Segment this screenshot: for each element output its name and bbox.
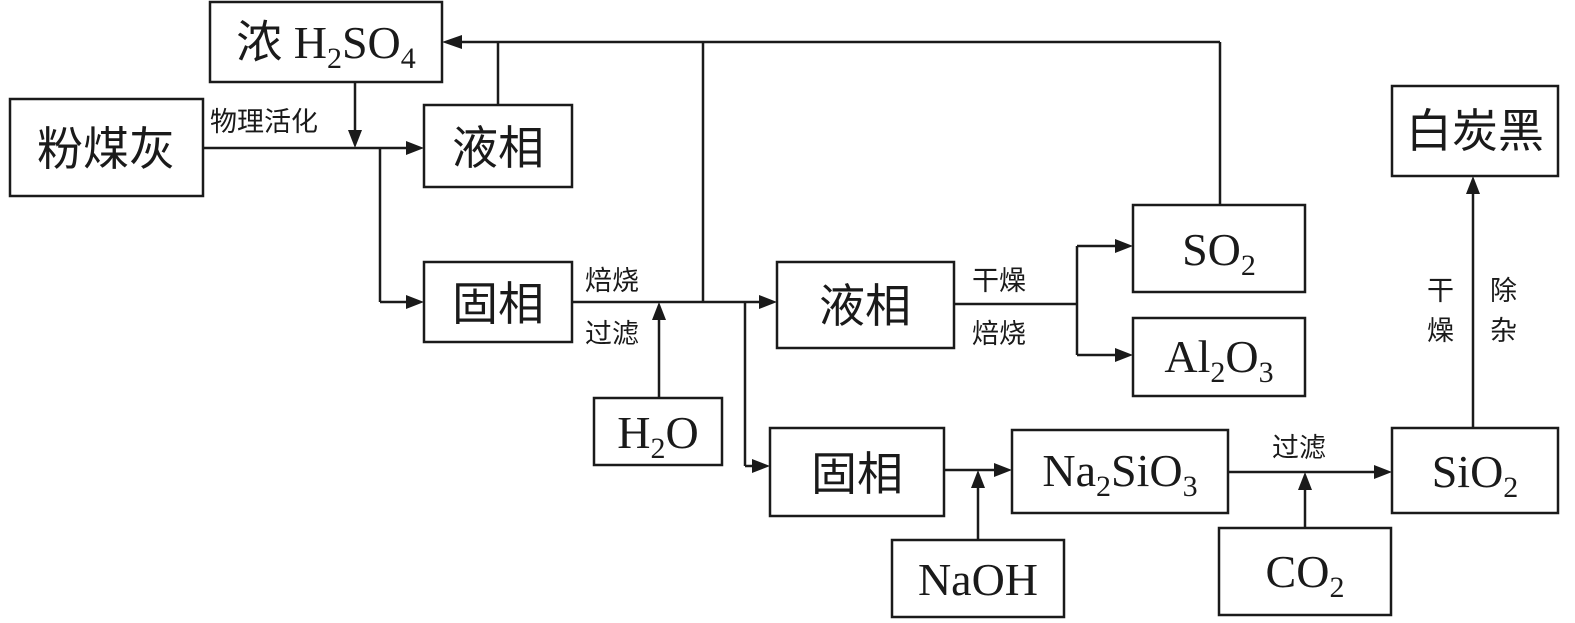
arrow-to-liquid2 xyxy=(759,295,777,309)
label-purify-vertical-1: 除 xyxy=(1490,276,1517,307)
node-liquid-2: 液相 xyxy=(775,260,956,350)
node-al2o3-label: Al2​O3​ xyxy=(1164,331,1273,389)
arrow-naoh-up xyxy=(971,470,985,488)
node-fly-ash-label: 粉煤灰 xyxy=(37,122,175,176)
arrow-to-so2 xyxy=(1115,239,1133,253)
label-filter-2: 过滤 xyxy=(1272,433,1326,464)
node-liquid-1-label: 液相 xyxy=(452,121,544,175)
node-so2: SO2​ xyxy=(1131,203,1307,294)
node-h2so4: 浓 H2​SO4​ xyxy=(208,0,444,84)
arrow-water-up xyxy=(652,302,666,320)
node-solid-2: 固相 xyxy=(768,426,946,518)
arrow-to-h2so4 xyxy=(442,35,462,49)
edge-labels: 物理活化 焙烧 过滤 干燥 焙烧 过滤 干 燥 除 杂 xyxy=(210,107,1517,464)
connectors xyxy=(203,40,1475,540)
label-dry-vertical-1: 干 xyxy=(1427,276,1454,307)
node-na2sio3: Na2​SiO3​ xyxy=(1010,428,1230,515)
arrow-to-na2sio3 xyxy=(994,463,1012,477)
label-purify-vertical-2: 杂 xyxy=(1490,316,1517,347)
node-naoh: NaOH xyxy=(890,538,1066,619)
node-sio2: SiO2​ xyxy=(1390,426,1560,515)
node-liquid-2-label: 液相 xyxy=(819,279,911,333)
node-naoh-label: NaOH xyxy=(918,554,1038,605)
label-roast-2: 焙烧 xyxy=(972,319,1026,350)
node-solid-2-label: 固相 xyxy=(811,447,903,501)
arrow-to-solid1 xyxy=(406,295,424,309)
arrow-to-solid2 xyxy=(752,459,770,473)
arrow-to-liquid1 xyxy=(406,141,424,155)
arrow-h2so4-down xyxy=(348,130,362,148)
label-dry-vertical-2: 燥 xyxy=(1427,316,1454,347)
node-solid-1: 固相 xyxy=(422,260,574,344)
node-sio2-label: SiO2​ xyxy=(1432,446,1519,504)
label-filter-1: 过滤 xyxy=(585,319,639,350)
node-na2sio3-label: Na2​SiO3​ xyxy=(1042,445,1197,503)
node-white-carbon: 白炭黑 xyxy=(1390,84,1560,178)
label-dry: 干燥 xyxy=(972,266,1026,297)
arrow-co2-up xyxy=(1298,472,1312,490)
arrow-to-sio2 xyxy=(1374,465,1392,479)
node-water: H2​O xyxy=(592,396,724,467)
node-fly-ash: 粉煤灰 xyxy=(8,97,205,198)
node-h2so4-label: 浓 H2​SO4​ xyxy=(236,17,416,75)
node-so2-label: SO2​ xyxy=(1182,224,1256,282)
label-roast: 焙烧 xyxy=(585,266,639,297)
node-solid-1-label: 固相 xyxy=(452,277,544,331)
node-liquid-1: 液相 xyxy=(422,103,574,189)
node-white-carbon-label: 白炭黑 xyxy=(1406,104,1544,158)
label-physical-activation: 物理活化 xyxy=(210,107,318,138)
arrowheads xyxy=(348,35,1480,490)
node-water-label: H2​O xyxy=(617,407,698,465)
arrow-to-al2o3 xyxy=(1115,348,1133,362)
arrow-to-white-carbon xyxy=(1466,176,1480,194)
node-al2o3: Al2​O3​ xyxy=(1131,316,1307,398)
node-co2-label: CO2​ xyxy=(1266,546,1345,604)
node-co2: CO2​ xyxy=(1217,526,1393,617)
